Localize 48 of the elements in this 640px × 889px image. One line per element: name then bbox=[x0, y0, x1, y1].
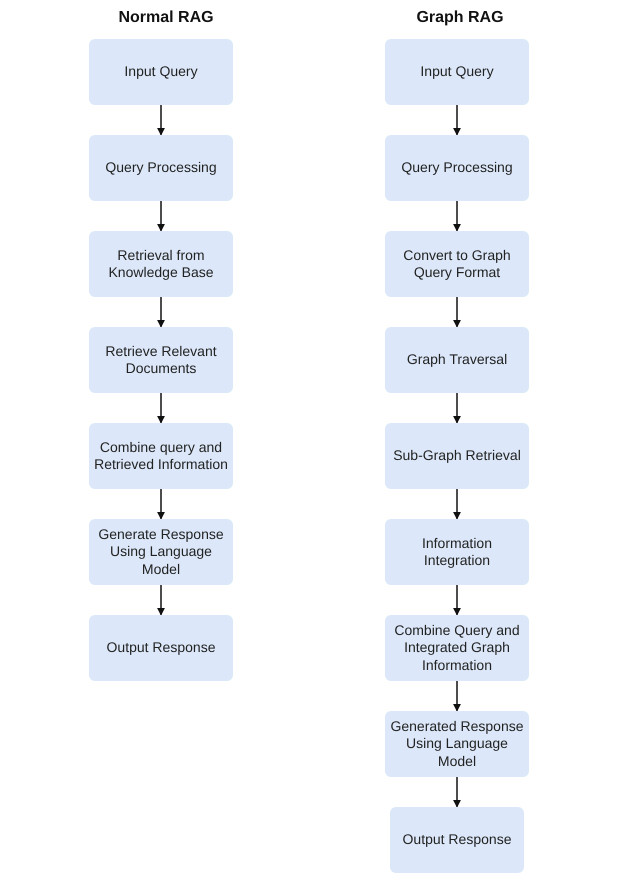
process-box bbox=[385, 135, 529, 201]
process-box bbox=[89, 135, 233, 201]
arrow bbox=[157, 489, 165, 520]
step-text: Query Processing bbox=[401, 159, 513, 177]
process-box bbox=[385, 615, 529, 681]
step-text: Generated Response Using Language Model bbox=[389, 718, 525, 770]
step-text: Convert to Graph Query Format bbox=[402, 246, 512, 282]
arrow bbox=[157, 105, 165, 136]
process-box bbox=[385, 711, 529, 777]
arrow bbox=[453, 585, 461, 616]
step-text: Retrieve Relevant Documents bbox=[104, 342, 218, 378]
arrow bbox=[453, 777, 461, 808]
step-text: Information Integration bbox=[420, 534, 494, 570]
arrow bbox=[453, 105, 461, 136]
arrow bbox=[157, 201, 165, 232]
step-text: Combine query and Retrieved Information bbox=[93, 438, 229, 474]
arrow bbox=[157, 297, 165, 328]
arrow bbox=[453, 681, 461, 712]
arrow bbox=[453, 297, 461, 328]
process-box bbox=[89, 327, 233, 393]
step-text: Output Response bbox=[402, 831, 512, 849]
process-box bbox=[89, 615, 233, 681]
step-text: Output Response bbox=[106, 639, 216, 657]
process-box bbox=[385, 327, 529, 393]
process-box bbox=[385, 519, 529, 585]
step-text: Input Query bbox=[124, 63, 198, 81]
arrow bbox=[453, 201, 461, 232]
process-box bbox=[385, 231, 529, 297]
arrow bbox=[157, 585, 165, 616]
arrow bbox=[453, 393, 461, 424]
step-text: Sub-Graph Retrieval bbox=[393, 447, 521, 465]
process-box bbox=[390, 807, 524, 873]
column-heading: Graph RAG bbox=[415, 9, 505, 27]
arrow bbox=[453, 489, 461, 520]
process-box bbox=[89, 231, 233, 297]
process-box bbox=[89, 39, 233, 105]
step-text: Generate Response Using Language Model bbox=[97, 526, 225, 578]
step-text: Query Processing bbox=[105, 159, 217, 177]
step-text: Input Query bbox=[420, 63, 494, 81]
process-box bbox=[89, 519, 233, 585]
step-text: Combine Query and Integrated Graph Information bbox=[393, 622, 521, 674]
arrow bbox=[157, 393, 165, 424]
process-box bbox=[385, 423, 529, 489]
step-text: Graph Traversal bbox=[406, 351, 508, 369]
process-box bbox=[385, 39, 529, 105]
step-text: Retrieval from Knowledge Base bbox=[107, 246, 215, 282]
process-box bbox=[89, 423, 233, 489]
column-heading: Normal RAG bbox=[117, 9, 215, 27]
